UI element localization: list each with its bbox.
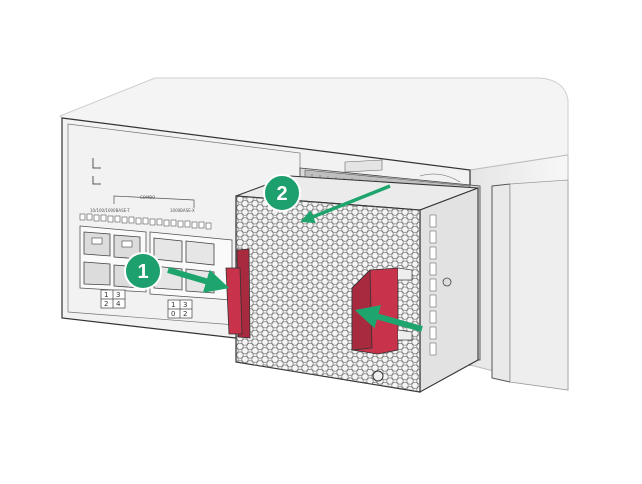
step-2-number: 2 (276, 183, 287, 205)
right-port-number-table: 1 3 0 2 (167, 299, 193, 319)
combo-label: COMBO (140, 195, 155, 200)
port-number: 1 (171, 301, 175, 309)
step-1-badge: 1 (124, 252, 162, 290)
sfp-port[interactable] (185, 240, 215, 266)
step-1-arrow (167, 267, 230, 293)
module-thumbscrew (372, 370, 384, 382)
port-number: 2 (104, 300, 108, 308)
combo-bracket (113, 195, 195, 208)
panel-marks (92, 158, 101, 185)
led-row (79, 213, 212, 230)
step-1-arrow-right (354, 305, 423, 332)
step-1-number: 1 (137, 261, 148, 283)
left-port-number-table: 1 3 2 4 (100, 289, 126, 309)
port-number: 3 (183, 301, 187, 309)
port-number: 1 (104, 291, 108, 299)
left-release-latch[interactable] (225, 248, 251, 339)
module-screw (442, 277, 452, 287)
port-number: 4 (116, 300, 121, 308)
port-number: 3 (116, 291, 120, 299)
chassis-bracket (491, 183, 511, 383)
module-side (419, 187, 479, 393)
step-2-badge: 2 (263, 174, 301, 212)
module-side-vents (429, 214, 437, 356)
sfp-port[interactable] (153, 237, 183, 263)
left-group-label: 10/100/1000BASE-T (90, 208, 130, 213)
rj45-port[interactable] (83, 261, 111, 286)
port-number: 0 (171, 310, 175, 318)
sfp-port-block (149, 231, 233, 301)
step-2-arrow (300, 184, 391, 224)
port-number: 2 (183, 310, 187, 318)
right-group-label: 1000BASE-X (170, 208, 195, 213)
